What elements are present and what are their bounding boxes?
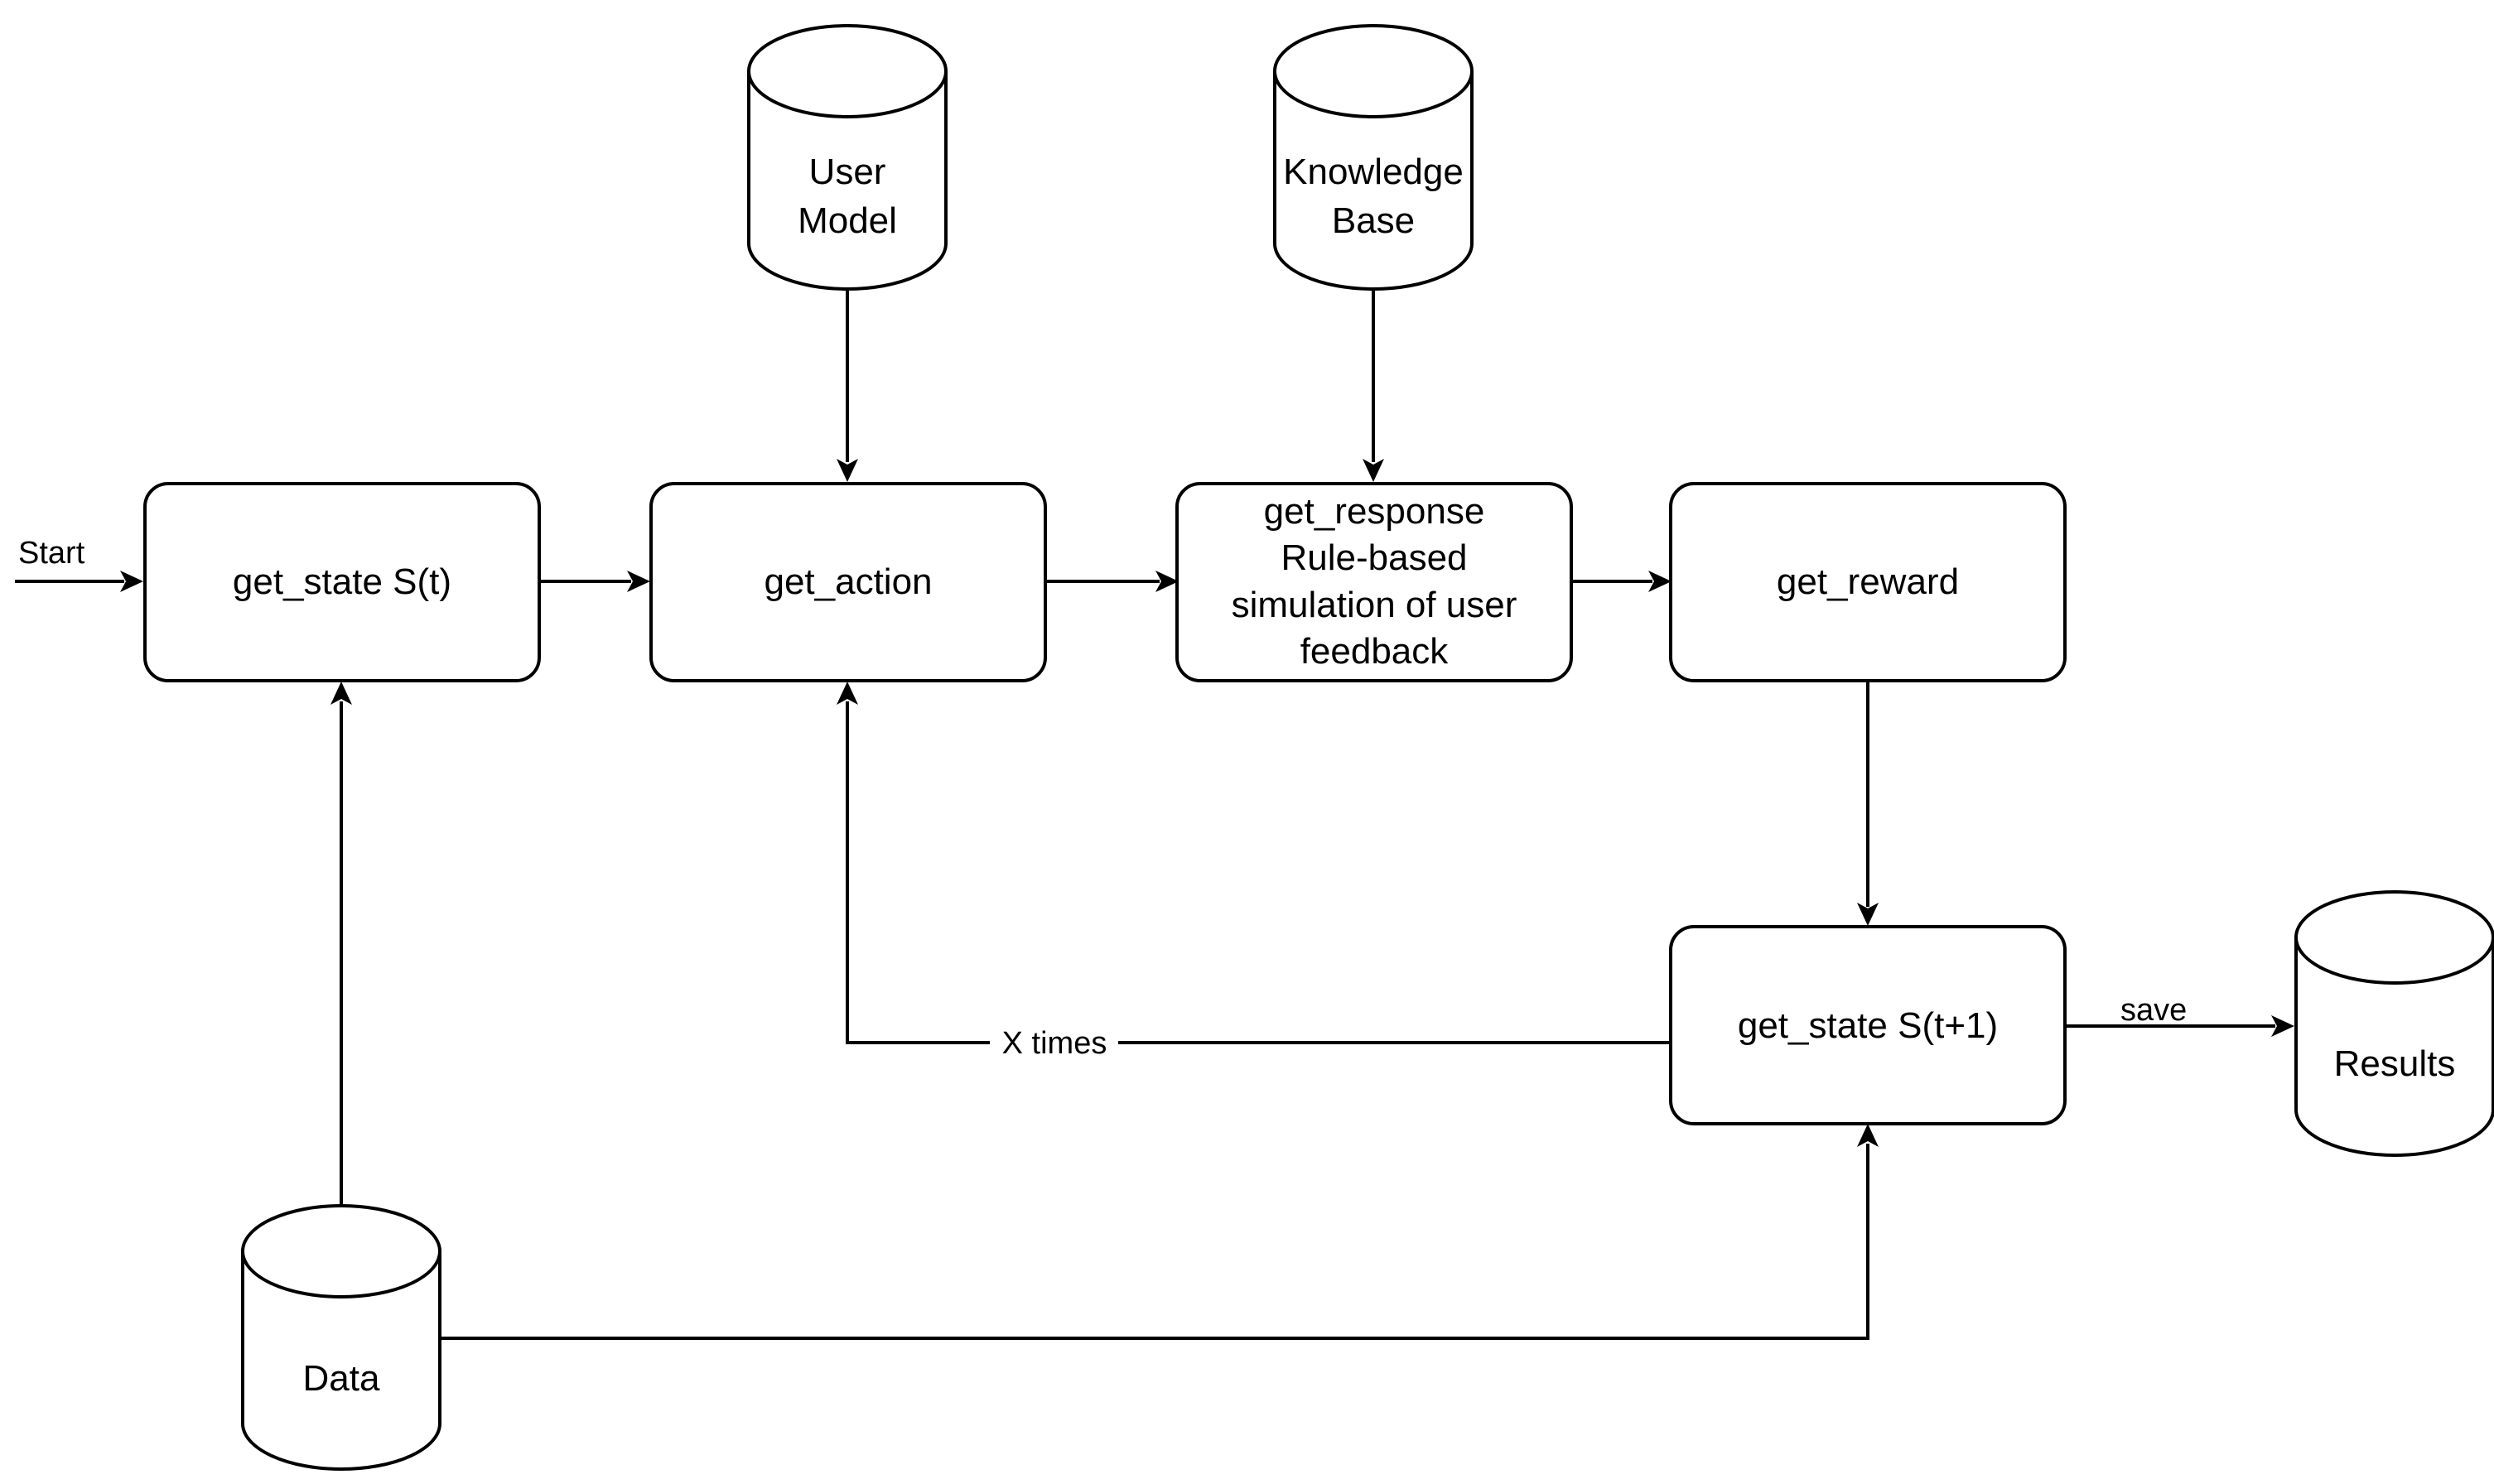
process-box bbox=[1669, 925, 2067, 1125]
cylinder-body bbox=[2294, 890, 2494, 1157]
cylinder-rim bbox=[2294, 937, 2494, 985]
process-box bbox=[143, 482, 541, 682]
edge-data-to-get-state-t1 bbox=[441, 1144, 1869, 1340]
edge-labels: Start X times save bbox=[18, 536, 2187, 1061]
node-label: Results bbox=[2334, 1043, 2456, 1084]
edges bbox=[15, 288, 2294, 1340]
cylinder-rim bbox=[747, 70, 948, 118]
database-results: Results bbox=[2294, 890, 2494, 1157]
node-label: get_state S(t+1) bbox=[1738, 1005, 1998, 1046]
node-label-line-1: get_response bbox=[1264, 491, 1485, 532]
arrowhead-get-reward bbox=[1648, 571, 1672, 592]
cylinder-body bbox=[747, 24, 948, 291]
node-label-line-2: Base bbox=[1332, 200, 1415, 241]
arrowhead-user-model bbox=[837, 459, 858, 482]
arrowhead-get-response bbox=[1155, 571, 1179, 592]
edge-loop-to-get-action bbox=[846, 701, 1671, 1044]
arrowhead-get-state-t1-top bbox=[1857, 903, 1879, 926]
database-knowledge-base: Knowledge Base bbox=[1273, 24, 1474, 291]
cylinder-body bbox=[1273, 24, 1474, 291]
node-label: get_action bbox=[764, 561, 932, 602]
process-node-get-state-t1: get_state S(t+1) bbox=[1669, 925, 2067, 1125]
database-user-model: User Model bbox=[747, 24, 948, 291]
node-label-line-1: User bbox=[809, 152, 886, 192]
loop-label: X times bbox=[1002, 1026, 1107, 1061]
node-label-line-4: feedback bbox=[1300, 631, 1450, 672]
arrowhead-get-action-bottom bbox=[837, 682, 858, 705]
arrowhead-get-state-t1-bottom bbox=[1857, 1124, 1879, 1147]
node-label: get_state S(t) bbox=[233, 561, 451, 602]
arrowhead-get-action bbox=[627, 571, 650, 592]
process-node-get-response: get_response Rule-based simulation of us… bbox=[1175, 482, 1573, 682]
cylinder-rim bbox=[1273, 70, 1474, 118]
process-node-get-action: get_action bbox=[649, 482, 1047, 682]
process-node-get-state-t: get_state S(t) bbox=[143, 482, 541, 682]
process-box bbox=[1175, 482, 1573, 682]
loop-label-background bbox=[990, 1024, 1118, 1061]
process-node-get-reward: get_reward bbox=[1669, 482, 2067, 682]
cylinder-body bbox=[241, 1204, 441, 1471]
node-label: Data bbox=[303, 1358, 380, 1399]
save-label: save bbox=[2120, 993, 2187, 1028]
database-data: Data bbox=[241, 1204, 441, 1471]
arrowhead-knowledge-base bbox=[1363, 459, 1384, 482]
node-label-line-2: Rule-based bbox=[1281, 537, 1467, 578]
cylinder-rim bbox=[241, 1250, 441, 1298]
arrowhead-results bbox=[2271, 1015, 2294, 1037]
node-label-line-3: simulation of user bbox=[1232, 585, 1517, 625]
arrowhead-start bbox=[120, 571, 143, 592]
start-label: Start bbox=[18, 536, 85, 571]
process-box bbox=[649, 482, 1047, 682]
node-label-line-2: Model bbox=[798, 200, 897, 241]
node-label-line-1: Knowledge bbox=[1283, 152, 1464, 192]
arrowhead-get-state-t-bottom bbox=[330, 682, 352, 705]
process-box bbox=[1669, 482, 2067, 682]
node-label: get_reward bbox=[1777, 561, 1959, 602]
